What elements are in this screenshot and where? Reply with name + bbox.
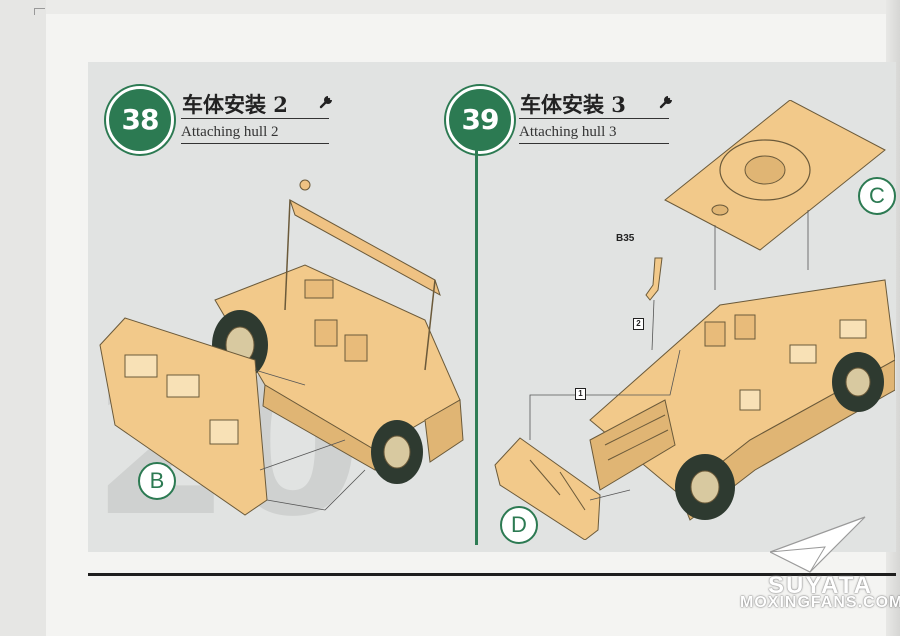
step-39-subtitle-rule — [519, 143, 669, 144]
callout-2: 2 — [633, 318, 644, 330]
step-39-illustration — [494, 100, 895, 540]
step-38-title-zh: 车体安装 2 — [182, 92, 288, 117]
step-38-title-rule — [181, 118, 329, 119]
step-39-title-zh: 车体安装 3 — [520, 92, 626, 117]
callout-1: 1 — [575, 388, 586, 400]
page-top-margin — [46, 0, 900, 14]
step-38-title-en: Attaching hull 2 — [181, 124, 279, 140]
step-39-title-rule — [519, 118, 669, 119]
watermark-brand: SUYATA — [768, 572, 873, 599]
part-label-d: D — [500, 506, 538, 544]
part-label-c: C — [858, 177, 896, 215]
footer-rule — [88, 573, 896, 576]
step-38-badge: 38 — [106, 86, 174, 154]
crop-mark — [34, 8, 45, 15]
step-39-badge: 39 — [446, 86, 514, 154]
step-39-title-en: Attaching hull 3 — [519, 124, 617, 140]
part-number-b35: B35 — [616, 233, 635, 244]
watermark-site: MOXINGFANS.COM — [740, 594, 900, 611]
part-label-b: B — [138, 462, 176, 500]
wrench-icon — [319, 96, 332, 109]
step-38-subtitle-rule — [181, 143, 329, 144]
paper-plane-logo — [770, 516, 866, 573]
page-margin — [0, 0, 46, 636]
step-38-illustration — [99, 179, 464, 516]
wrench-icon — [659, 96, 672, 109]
step-divider — [475, 150, 478, 545]
